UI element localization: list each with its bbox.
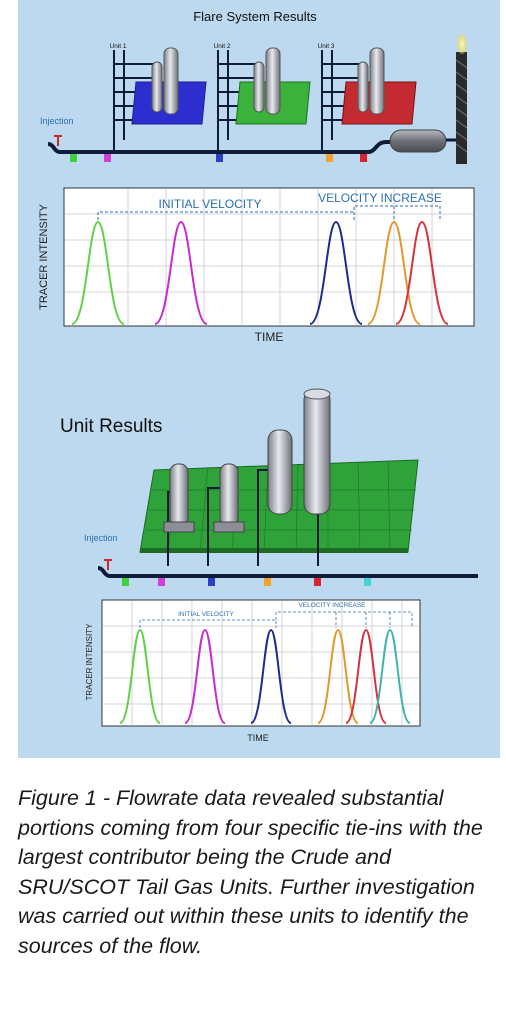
unit-results-title: Unit Results (60, 416, 162, 437)
bottom-chart-grid (103, 601, 419, 725)
top-unit-2-label: Unit 2 (214, 43, 231, 50)
bottom-peak-3 (250, 628, 292, 724)
top-marker-2 (104, 154, 111, 162)
figure-panel: Flare System Results Unit 1 Unit 2 Unit … (18, 0, 500, 758)
flare-flame (457, 34, 467, 54)
vessel-2-base (213, 521, 245, 533)
vessel-2 (219, 463, 239, 527)
column-2-top (303, 388, 331, 400)
top-initial-velocity-label: INITIAL VELOCITY (159, 197, 262, 211)
bottom-chart-ylabel: TRACER INTENSITY (85, 623, 94, 701)
top-chart-dashed-guides (97, 205, 441, 220)
top-increase-bracket (353, 205, 441, 220)
top-chart-ylabel: TRACER INTENSITY (38, 203, 50, 309)
unit-1-column (163, 47, 179, 115)
bottom-peak-2 (184, 628, 226, 724)
vessel-1-base (163, 521, 195, 533)
bottom-peak-4 (317, 628, 359, 724)
unit-1-column-small (151, 61, 163, 113)
top-chart-xlabel: TIME (255, 330, 284, 344)
top-initial-bracket (97, 211, 354, 220)
tall-column-1 (267, 429, 293, 515)
top-marker-4 (326, 154, 333, 162)
top-marker-3 (216, 154, 223, 162)
vessel-1 (169, 463, 189, 527)
bottom-initial-velocity-label: INITIAL VELOCITY (178, 611, 234, 618)
bottom-peak-1 (119, 628, 161, 724)
bottom-chart-plot-area (101, 599, 421, 727)
bottom-chart-peaks (119, 628, 411, 724)
top-velocity-increase-label: VELOCITY INCREASE (318, 191, 442, 205)
top-unit-1-label: Unit 1 (110, 43, 127, 50)
figure-caption: Figure 1 - Flowrate data revealed substa… (18, 786, 483, 958)
bottom-marker-2 (158, 578, 165, 586)
bottom-unit-piping (167, 469, 326, 566)
top-chart-peaks (71, 220, 449, 325)
bottom-injection-label: Injection (84, 533, 118, 543)
top-peak-5 (395, 220, 449, 325)
knockout-drum (389, 129, 447, 153)
flare-title: Flare System Results (193, 9, 317, 24)
unit-2-column (265, 47, 281, 115)
flare-stack-lattice (455, 59, 468, 153)
top-injection-markers (70, 154, 367, 162)
unit-3-column-small (357, 61, 369, 113)
bottom-marker-1 (122, 578, 129, 586)
bottom-marker-6 (364, 578, 371, 586)
top-peak-3 (309, 220, 363, 325)
top-peak-1 (71, 220, 125, 325)
top-marker-1 (70, 154, 77, 162)
unit-3-column (369, 47, 385, 115)
bottom-initial-bracket (139, 619, 277, 628)
bottom-chart-dashed-guides (139, 611, 413, 628)
bottom-increase-bracket (275, 611, 413, 628)
bottom-chart-xlabel: TIME (247, 733, 269, 743)
top-main-header (47, 140, 402, 154)
bottom-main-header (97, 566, 478, 578)
bottom-injection-markers (122, 578, 371, 586)
tall-column-2 (303, 389, 331, 515)
top-marker-5 (360, 154, 367, 162)
top-injection-label: Injection (40, 116, 74, 126)
unit-2-column-small (253, 61, 265, 113)
bottom-peak-6 (369, 628, 411, 724)
bottom-marker-3 (208, 578, 215, 586)
bottom-marker-5 (314, 578, 321, 586)
top-unit-3-label: Unit 3 (318, 43, 335, 50)
top-pipe-network (113, 50, 370, 150)
top-peak-4 (367, 220, 421, 325)
bottom-marker-4 (264, 578, 271, 586)
flow-diagram: Flare System Results Unit 1 Unit 2 Unit … (38, 9, 478, 743)
top-peak-2 (154, 220, 208, 325)
bottom-velocity-increase-label: VELOCITY INCREASE (298, 602, 366, 609)
flare-stack (456, 52, 467, 164)
platform-edge (140, 548, 408, 553)
